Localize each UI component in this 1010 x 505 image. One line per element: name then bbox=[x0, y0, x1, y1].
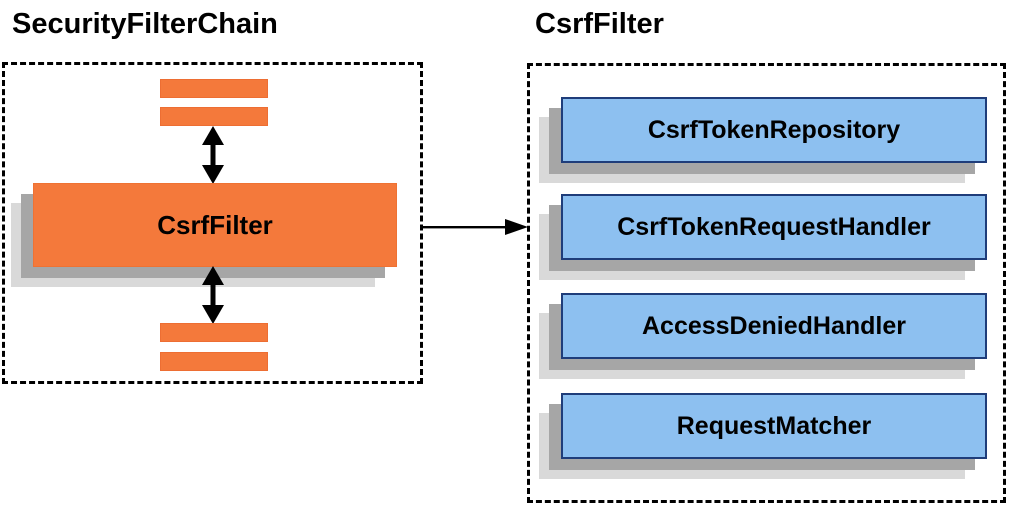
component-label: CsrfTokenRepository bbox=[647, 115, 901, 144]
component-label: RequestMatcher bbox=[676, 411, 872, 440]
vertical-double-arrow-icon bbox=[202, 266, 224, 324]
component-box-csrf-token-request-handler: CsrfTokenRequestHandler bbox=[561, 194, 987, 260]
vertical-double-arrow-icon bbox=[202, 126, 224, 184]
filter-stack-bar bbox=[160, 323, 268, 342]
component-label: AccessDeniedHandler bbox=[641, 311, 906, 340]
csrf-filter-title: CsrfFilter bbox=[535, 8, 664, 40]
filter-stack-bar bbox=[160, 107, 268, 126]
filter-stack-bar bbox=[160, 79, 268, 98]
csrf-filter-box-label: CsrfFilter bbox=[157, 209, 273, 240]
component-label: CsrfTokenRequestHandler bbox=[617, 212, 931, 241]
security-filter-chain-title: SecurityFilterChain bbox=[12, 8, 278, 40]
security-filter-chain-container bbox=[2, 62, 423, 384]
component-box-request-matcher: RequestMatcher bbox=[561, 393, 987, 459]
component-box-access-denied-handler: AccessDeniedHandler bbox=[561, 293, 987, 359]
csrf-filter-box: CsrfFilter bbox=[33, 183, 397, 267]
filter-stack-bar bbox=[160, 352, 268, 371]
component-box-csrf-token-repository: CsrfTokenRepository bbox=[561, 97, 987, 163]
csrf-filter-container bbox=[527, 63, 1006, 503]
flow-arrow-icon bbox=[421, 219, 528, 235]
